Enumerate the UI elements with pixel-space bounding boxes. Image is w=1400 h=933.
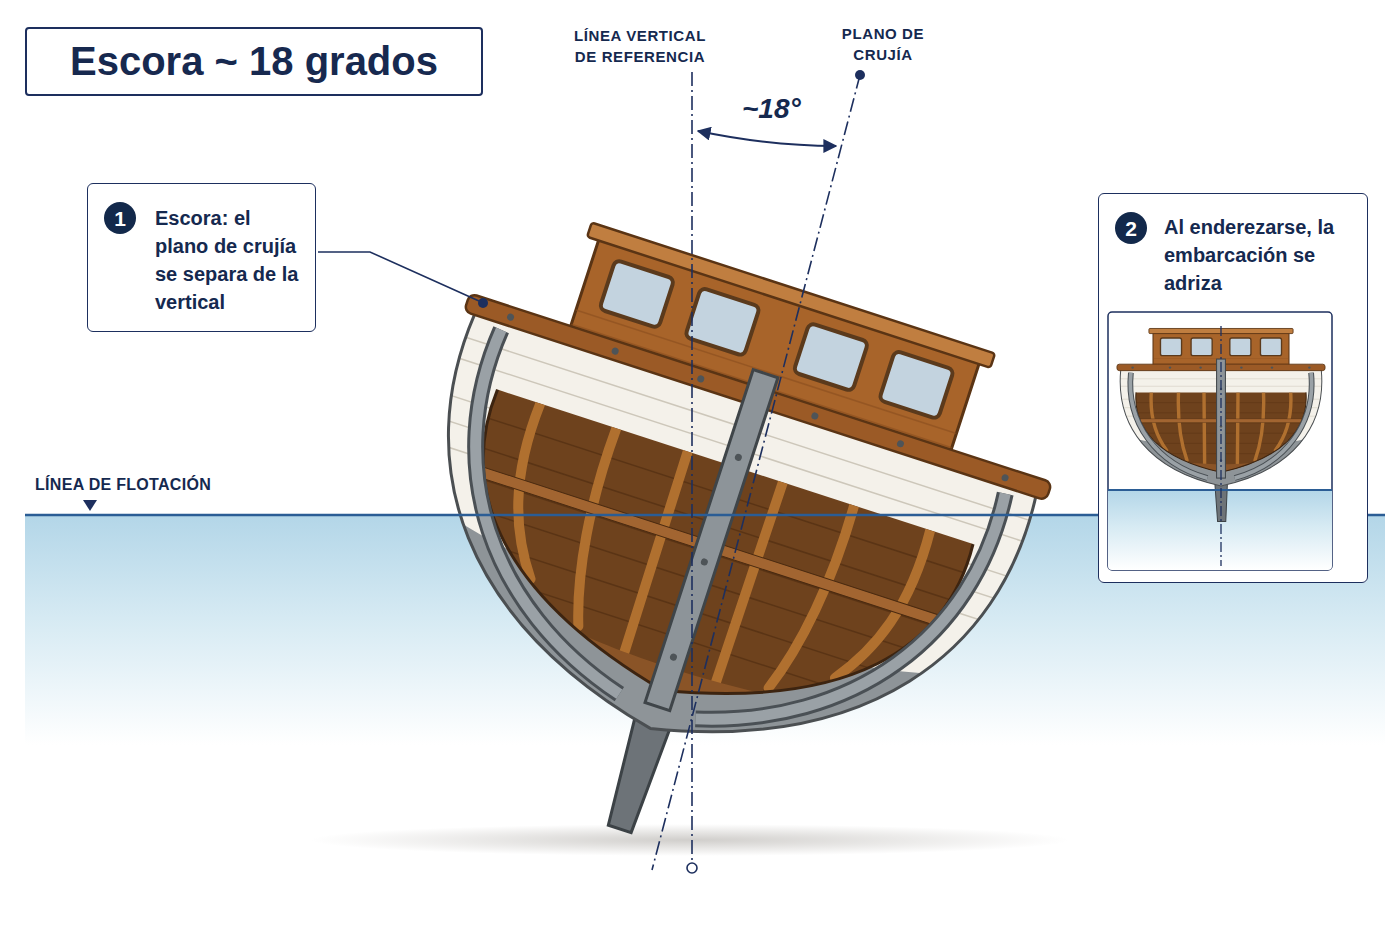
panel-ground: [1098, 193, 1368, 583]
inset-scene: [1108, 326, 1332, 570]
callout-badge: 2: [1115, 212, 1147, 244]
leader-line: [318, 252, 479, 301]
angle-label: ~18°: [742, 92, 832, 126]
title-box: Escora ~ 18 grados: [25, 27, 483, 96]
inset-centerline: [1220, 326, 1221, 566]
annotation-label: PLANO DE CRUJÍA: [828, 23, 938, 65]
angle-arc: [698, 131, 836, 146]
annotation-label: LÍNEA DE FLOTACIÓN: [35, 475, 275, 495]
ground-shadow: [310, 824, 1070, 856]
inset-waterline: [1108, 489, 1332, 491]
annotation-label: LÍNEA VERTICAL DE REFERENCIA: [561, 25, 719, 67]
vertical-reference-line: [691, 72, 693, 862]
line-end: [687, 863, 697, 873]
callout-box: Escora: el plano de crujía se separa de …: [87, 183, 316, 332]
line-end: [855, 70, 865, 80]
callout-text: Al enderezarse, la embarcación se adriza: [1164, 213, 1349, 297]
callout-box: Al enderezarse, la embarcación se adriza…: [1098, 193, 1368, 583]
callout-number: 2: [1125, 218, 1137, 239]
callout-text: Escora: el plano de crujía se separa de …: [155, 204, 305, 316]
waterline-marker: [83, 500, 97, 511]
callout-number: 1: [114, 208, 126, 229]
callout-badge: 1: [104, 202, 136, 234]
centerline-plane: [652, 75, 860, 870]
diagram-title: Escora ~ 18 grados: [70, 39, 438, 84]
inset-frame: [1108, 312, 1332, 570]
heeled-boat: [313, 189, 1097, 927]
leader-dot: [478, 298, 488, 308]
